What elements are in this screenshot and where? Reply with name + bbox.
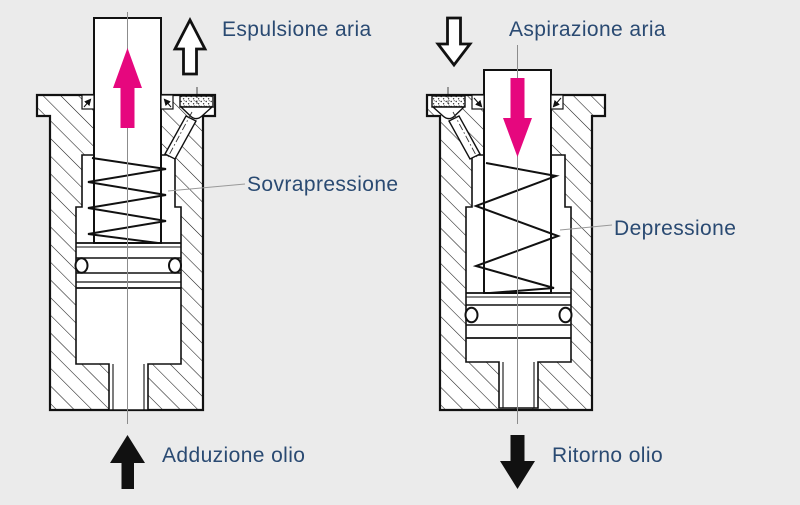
hollow-down-arrow-icon [435, 16, 473, 68]
left-piston [74, 242, 182, 289]
pink-up-arrow-icon [113, 48, 142, 128]
hollow-up-arrow-icon [172, 16, 208, 76]
left-oring-seal [168, 257, 182, 274]
right-piston [464, 292, 573, 339]
left-breather-plug [164, 87, 214, 160]
right-valve-section [425, 16, 613, 489]
right-oring-seal [558, 306, 573, 324]
sovrapressione-leader-line [167, 183, 246, 192]
overpressure-label: Sovrapressione [247, 173, 399, 196]
right-spring [472, 162, 561, 294]
oil-supply-label: Adduzione olio [162, 444, 306, 467]
solid-up-arrow-icon [110, 435, 145, 489]
solid-down-arrow-icon [500, 435, 535, 489]
oil-return-label: Ritorno olio [552, 444, 664, 467]
left-oring-seal [74, 257, 89, 274]
left-valve-section [35, 12, 246, 489]
left-vent-slots [81, 94, 174, 110]
right-vent-slots [471, 94, 564, 110]
air-intake-label: Aspirazione aria [509, 18, 666, 41]
depressione-leader-line [559, 224, 613, 231]
air-expulsion-label: Espulsione aria [222, 18, 372, 41]
depression-label: Depressione [614, 217, 737, 240]
right-breather-plug [431, 87, 481, 160]
right-oring-seal [464, 306, 479, 324]
pink-down-arrow-icon [503, 78, 532, 157]
